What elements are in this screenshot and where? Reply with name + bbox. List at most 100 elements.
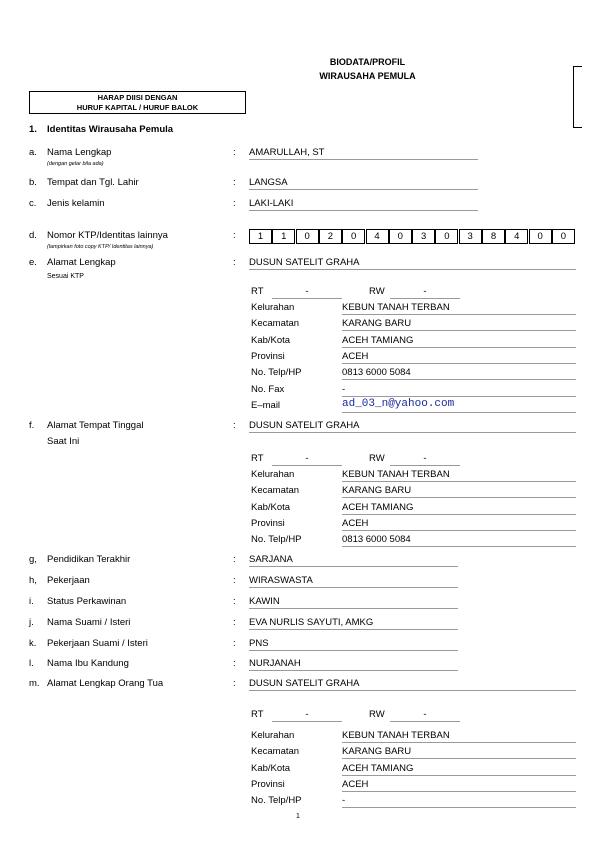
field-f-label: Alamat Tempat Tinggal (47, 420, 144, 431)
field-m-letter: m. (29, 678, 40, 689)
field-a-label: Nama Lengkap (47, 147, 112, 158)
rw-label: RW (369, 453, 385, 464)
field-l-value: NURJANAH (249, 658, 458, 671)
field-d-label: Nomor KTP/Identitas lainnya (47, 230, 168, 241)
address-row-value: KARANG BARU (342, 485, 576, 499)
address-row-value: ACEH TAMIANG (342, 502, 576, 515)
address-row-label: No. Telp/HP (251, 795, 302, 807)
address-row-label: Provinsi (251, 517, 285, 529)
section-title: Identitas Wirausaha Pemula (47, 124, 174, 135)
colon: : (233, 617, 236, 628)
rt-value: - (272, 453, 342, 466)
address-row-value: KEBUN TANAH TERBAN (342, 730, 576, 743)
ktp-digit-box: 0 (528, 229, 552, 244)
rt-label: RT (251, 453, 264, 464)
field-j-letter: j. (29, 617, 34, 628)
notice-box: HARAP DIISI DENGAN HURUF KAPITAL / HURUF… (29, 91, 246, 114)
field-d-note: (lampirkan foto copy KTP/ Identitas lain… (47, 244, 154, 250)
ktp-digit-box: 4 (505, 229, 529, 244)
ktp-digit-box: 1 (272, 229, 296, 244)
field-h-letter: h, (29, 575, 37, 586)
address-row-value: 0813 6000 5084 (342, 367, 576, 381)
document-title-line1: BIODATA/PROFIL (329, 57, 406, 67)
colon: : (233, 257, 236, 268)
colon: : (233, 596, 236, 607)
address-row-value: - (342, 795, 576, 809)
field-h-value: WIRASWASTA (249, 575, 458, 588)
colon: : (233, 678, 236, 689)
field-i-letter: i. (29, 596, 34, 607)
address-row-value: KARANG BARU (342, 746, 576, 760)
field-e-value: DUSUN SATELIT GRAHA (249, 257, 576, 270)
field-a-note: (dengan gelar bila ada) (47, 161, 104, 167)
field-a-letter: a. (29, 147, 37, 158)
photo-frame-corner (573, 66, 582, 128)
ktp-digit-box: 3 (412, 229, 436, 244)
field-g-label: Pendidikan Terakhir (47, 554, 131, 565)
address-row-label: Kelurahan (251, 302, 295, 313)
colon: : (233, 420, 236, 431)
field-k-label: Pekerjaan Suami / Isteri (47, 638, 148, 649)
address-row-label: Kab/Kota (251, 762, 291, 774)
field-g-letter: g, (29, 554, 37, 565)
field-b-letter: b. (29, 177, 37, 188)
rw-value: - (390, 453, 460, 466)
notice-line1: HARAP DIISI DENGAN (97, 93, 178, 102)
rt-value: - (272, 286, 342, 299)
address-row-label: Kecamatan (251, 318, 300, 330)
field-m-value: DUSUN SATELIT GRAHA (249, 678, 576, 691)
field-e-sublabel: Sesuai KTP (47, 273, 84, 280)
field-j-value: EVA NURLIS SAYUTI, AMKG (249, 617, 458, 630)
colon: : (233, 177, 236, 188)
ktp-digit-box: 3 (458, 229, 482, 244)
field-e-label: Alamat Lengkap (47, 257, 116, 268)
ktp-digit-box: 0 (342, 229, 366, 244)
field-b-label: Tempat dan Tgl. Lahir (47, 177, 139, 188)
page-number: 1 (296, 813, 300, 820)
ktp-digit-box: 1 (249, 229, 272, 244)
field-k-value: PNS (249, 638, 458, 651)
address-row-value: ACEH TAMIANG (342, 335, 576, 348)
address-row-label: No. Fax (251, 383, 285, 395)
field-h-label: Pekerjaan (47, 575, 90, 586)
address-row-label: Provinsi (251, 778, 285, 790)
field-b-value: LANGSA (249, 177, 478, 190)
field-e-letter: e. (29, 257, 37, 268)
ktp-digit-box: 4 (365, 229, 389, 244)
colon: : (233, 230, 236, 241)
section-number: 1. (29, 124, 37, 135)
address-row-label: Kecamatan (251, 485, 300, 497)
address-row-label: Kab/Kota (251, 334, 291, 346)
address-row-value: ACEH TAMIANG (342, 763, 576, 776)
rw-label: RW (369, 286, 385, 297)
address-row-value: ACEH (342, 351, 576, 364)
field-l-label: Nama Ibu Kandung (47, 658, 129, 669)
field-i-label: Status Perkawinan (47, 596, 127, 607)
field-i-value: KAWIN (249, 596, 458, 609)
address-row-value: KARANG BARU (342, 318, 576, 332)
address-row-label: E–mail (251, 399, 281, 411)
field-f-value: DUSUN SATELIT GRAHA (249, 420, 576, 433)
address-row-label: Kelurahan (251, 469, 295, 480)
rw-label: RW (369, 709, 385, 720)
rt-value: - (272, 709, 342, 722)
address-row-value: KEBUN TANAH TERBAN (342, 469, 576, 482)
rw-value: - (390, 709, 460, 722)
rt-label: RT (251, 286, 264, 297)
colon: : (233, 638, 236, 649)
address-row-value: ad_03_n@yahoo.com (342, 398, 576, 413)
colon: : (233, 554, 236, 565)
address-row-label: Provinsi (251, 350, 285, 362)
address-row-value: 0813 6000 5084 (342, 534, 576, 548)
field-m-label: Alamat Lengkap Orang Tua (47, 678, 164, 689)
ktp-digit-box: 0 (388, 229, 412, 244)
field-j-label: Nama Suami / Isteri (47, 617, 131, 628)
rt-label: RT (251, 709, 264, 720)
field-l-letter: l. (29, 658, 34, 669)
ktp-digit-box: 0 (435, 229, 459, 244)
address-row-label: Kelurahan (251, 730, 295, 741)
rw-value: - (390, 286, 460, 299)
field-c-label: Jenis kelamin (47, 198, 105, 209)
field-c-value: LAKI-LAKI (249, 198, 478, 211)
address-row-value: KEBUN TANAH TERBAN (342, 302, 576, 315)
